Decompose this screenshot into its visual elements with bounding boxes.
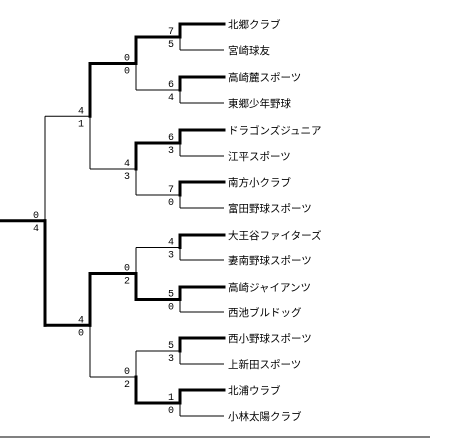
score-label: 3 bbox=[168, 146, 174, 157]
score-label: 4 bbox=[168, 238, 174, 249]
score-label: 3 bbox=[168, 354, 174, 365]
team-label: 富田野球スポーツ bbox=[228, 202, 312, 215]
score-label: 7 bbox=[168, 27, 174, 38]
score-label: 3 bbox=[168, 251, 174, 262]
score-label: 1 bbox=[168, 393, 174, 404]
score-label: 4 bbox=[78, 106, 84, 117]
team-label: 江平スポーツ bbox=[228, 151, 291, 163]
score-label: 3 bbox=[124, 172, 130, 183]
team-label: 小林太陽クラブ bbox=[228, 410, 302, 423]
team-label: 大王谷ファイターズ bbox=[228, 229, 322, 242]
score-label: 2 bbox=[124, 277, 130, 288]
score-label: 0 bbox=[124, 54, 130, 65]
team-label: 上新田スポーツ bbox=[228, 358, 301, 371]
score-label: 6 bbox=[168, 133, 174, 144]
team-label: 南方小クラブ bbox=[228, 176, 291, 189]
score-label: 2 bbox=[124, 380, 130, 391]
score-label: 0 bbox=[168, 303, 174, 314]
team-label: 高崎ジャイアンツ bbox=[228, 281, 311, 294]
score-label: 5 bbox=[168, 290, 174, 301]
team-label: 東郷少年野球 bbox=[228, 97, 291, 110]
score-label: 6 bbox=[168, 80, 174, 91]
score-label: 0 bbox=[124, 367, 130, 378]
score-label: 5 bbox=[168, 40, 174, 51]
score-label: 1 bbox=[78, 119, 84, 130]
score-label: 4 bbox=[124, 159, 130, 170]
team-label: ドラゴンズジュニア bbox=[228, 124, 322, 137]
score-label: 0 bbox=[124, 264, 130, 275]
team-label: 西池ブルドッグ bbox=[228, 306, 302, 319]
score-label: 0 bbox=[168, 198, 174, 209]
score-label: 0 bbox=[168, 406, 174, 417]
score-label: 0 bbox=[124, 67, 130, 78]
team-label: 北郷クラブ bbox=[228, 18, 281, 31]
team-label: 西小野球スポーツ bbox=[228, 332, 312, 345]
score-label: 5 bbox=[168, 341, 174, 352]
team-label: 高崎麓スポーツ bbox=[228, 71, 301, 84]
score-label: 0 bbox=[33, 211, 39, 222]
score-label: 0 bbox=[78, 328, 84, 339]
team-label: 北浦ウラブ bbox=[228, 384, 281, 397]
score-label: 4 bbox=[78, 315, 84, 326]
score-label: 4 bbox=[33, 224, 39, 235]
score-label: 7 bbox=[168, 185, 174, 196]
score-label: 4 bbox=[168, 93, 174, 104]
team-label: 妻南野球スポーツ bbox=[228, 254, 312, 267]
team-label: 宮崎球友 bbox=[228, 44, 270, 57]
